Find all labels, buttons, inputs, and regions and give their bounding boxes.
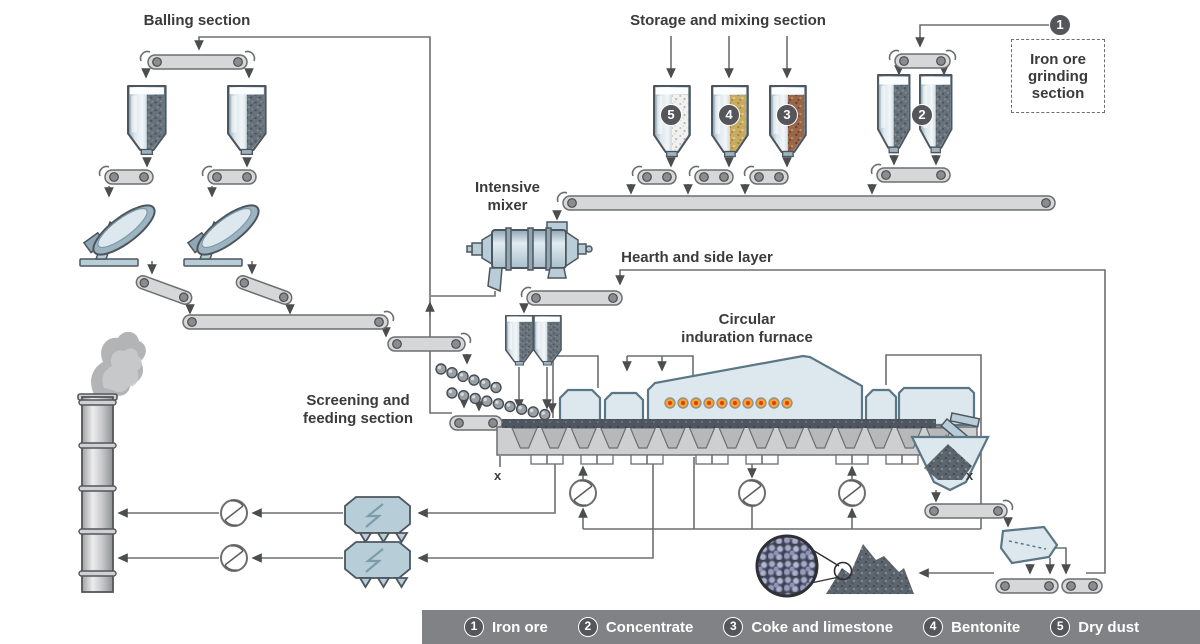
- conveyor-discharge-curls: [98, 49, 1014, 511]
- legend-label: Dry dust: [1078, 618, 1140, 636]
- inclined-conveyors: [135, 275, 293, 305]
- legend-label: Coke and limestone: [751, 618, 894, 636]
- conveyor: [924, 503, 1008, 519]
- fan-icon: [569, 479, 597, 507]
- label-iron-ore-grinding-section: Iron ore grinding section: [1011, 39, 1105, 113]
- conveyor: [147, 54, 248, 70]
- material-badge-2: 2: [911, 104, 933, 126]
- induration-furnace: [496, 354, 990, 492]
- legend-label: Bentonite: [951, 618, 1021, 636]
- belt-conveyors: [104, 53, 1103, 594]
- conveyor: [876, 167, 951, 183]
- grate-mark-right: x: [966, 468, 974, 483]
- legend-badge-2: 2: [577, 617, 598, 637]
- label-balling-section: Balling section: [143, 12, 251, 29]
- label-induration-furnace: Circular induration furnace: [681, 311, 813, 346]
- material-badge-3: 3: [776, 104, 798, 126]
- legend-badge-3: 3: [723, 617, 744, 637]
- fan-icon: [220, 544, 248, 572]
- legend-item-bentonite: 4 Bentonite: [923, 617, 1020, 637]
- conveyor: [182, 314, 389, 330]
- electrostatic-precipitator-icon: [343, 495, 412, 544]
- label-storage-mixing-section: Storage and mixing section: [630, 12, 826, 29]
- legend-badge-1: 1: [464, 617, 484, 637]
- conveyor: [526, 290, 623, 306]
- pellet-screening-and-product: [755, 525, 1059, 598]
- material-badge-5: 5: [660, 104, 682, 126]
- fan-icon: [220, 499, 248, 527]
- legend-item-iron-ore: 1 Iron ore: [464, 617, 548, 637]
- roller-screens: [435, 363, 551, 421]
- burner-row: [664, 397, 793, 409]
- conveyor: [894, 53, 951, 69]
- material-badge-4: 4: [718, 104, 740, 126]
- legend-bar: 1 Iron ore 2 Concentrate 3 Coke and lime…: [422, 610, 1200, 644]
- label-hearth-side-layer: Hearth and side layer: [621, 249, 773, 266]
- stack: [77, 331, 146, 593]
- legend-badge-5: 5: [1050, 617, 1071, 637]
- intensive-mixer-machine: [466, 221, 593, 293]
- label-intensive-mixer: Intensive mixer: [474, 179, 541, 214]
- electrostatic-precipitator-icon: [343, 540, 412, 589]
- fan-icon: [738, 479, 766, 507]
- legend-item-coke-limestone: 3 Coke and limestone: [723, 617, 893, 637]
- process-flow-arrows: [104, 24, 1106, 578]
- balling-disc-icon: [183, 196, 267, 267]
- magnifier-circle-icon: [755, 534, 819, 598]
- legend-item-concentrate: 2 Concentrate: [577, 617, 694, 637]
- legend-item-dry-dust: 5 Dry dust: [1050, 617, 1139, 637]
- balling-disc-icon: [79, 196, 163, 267]
- conveyor: [387, 336, 466, 352]
- conveyor: [562, 195, 1056, 211]
- label-screening-feeding-section: Screening and feeding section: [302, 392, 414, 427]
- pellet-stockpile: [826, 544, 914, 594]
- grate-mark-left: x: [494, 468, 502, 483]
- material-badge-1: 1: [1049, 14, 1071, 36]
- conveyor: [995, 578, 1059, 594]
- legend-badge-4: 4: [923, 617, 944, 637]
- balling-discs: [79, 196, 267, 267]
- legend-label: Concentrate: [605, 618, 694, 636]
- fan-icon: [838, 479, 866, 507]
- legend-label: Iron ore: [492, 618, 548, 636]
